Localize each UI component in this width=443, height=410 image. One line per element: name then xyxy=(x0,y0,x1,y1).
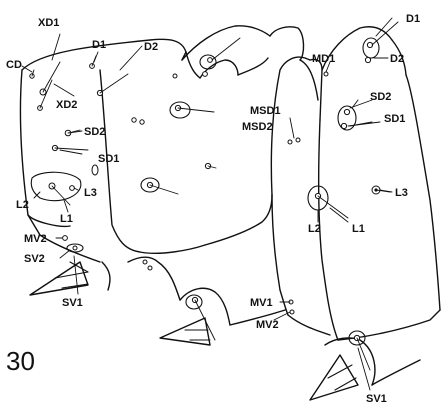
seta-sd1-left xyxy=(51,144,89,152)
label-cd: CD xyxy=(6,59,22,71)
leader-lines xyxy=(21,17,393,391)
label-d1-right: D1 xyxy=(406,13,420,25)
seta-meso-b xyxy=(169,101,215,119)
seta-msd xyxy=(287,137,301,145)
label-msd2: MSD2 xyxy=(242,121,273,133)
seta-l-left xyxy=(48,182,75,206)
label-d1-left: D1 xyxy=(92,39,106,51)
seta-mv2-left xyxy=(62,235,68,241)
seta-proleg-mid xyxy=(185,294,216,341)
claw-left xyxy=(29,261,89,296)
label-mv2-right: MV2 xyxy=(256,319,279,331)
label-msd1: MSD1 xyxy=(250,105,281,117)
seta-meso-top xyxy=(172,37,241,79)
label-d2-right: D2 xyxy=(390,53,404,65)
label-d2-left: D2 xyxy=(144,41,158,53)
label-sd2-right: SD2 xyxy=(370,91,391,103)
labels: XD1 CD D1 D2 XD2 SD2 SD1 L3 L2 L1 MV2 SV… xyxy=(6,13,420,405)
seta-d1-left xyxy=(89,55,97,69)
figure-number: 30 xyxy=(6,346,35,376)
label-l3-left: L3 xyxy=(84,187,97,199)
seta-d-right xyxy=(362,21,399,64)
seta-stigma-left xyxy=(91,164,99,176)
seta-meso-c xyxy=(140,177,179,195)
label-l2-right: L2 xyxy=(308,223,321,235)
claws xyxy=(29,261,359,401)
label-l2-left: L2 xyxy=(16,199,29,211)
label-md1: MD1 xyxy=(312,53,335,65)
label-l1-right: L1 xyxy=(352,223,365,235)
label-mv1: MV1 xyxy=(250,297,273,309)
label-xd1: XD1 xyxy=(38,17,59,29)
claw-mid xyxy=(159,317,211,346)
seta-sv1-right xyxy=(348,330,371,371)
seta-cd xyxy=(29,69,35,79)
seta-d2-left xyxy=(96,73,129,97)
label-xd2: XD2 xyxy=(56,99,77,111)
body-outline xyxy=(19,25,441,386)
label-l1-left: L1 xyxy=(60,213,73,225)
label-sv1-right: SV1 xyxy=(366,393,387,405)
label-sv1-left: SV1 xyxy=(62,297,83,309)
label-mv2-left: MV2 xyxy=(24,233,47,245)
seta-sd-right xyxy=(337,99,381,131)
seta-sv-left xyxy=(66,243,84,253)
seta-xd1 xyxy=(39,61,61,96)
seta-sd2-left xyxy=(64,129,83,137)
seta-proleg-small xyxy=(142,259,153,271)
claw-right xyxy=(309,354,359,401)
label-sv2: SV2 xyxy=(24,253,45,265)
label-sd2-left: SD2 xyxy=(84,126,105,138)
label-l3-right: L3 xyxy=(395,187,408,199)
seta-l-right xyxy=(307,185,391,219)
seta-xd2 xyxy=(37,79,53,111)
seta-meso-d xyxy=(204,162,217,170)
seta-md1 xyxy=(323,71,329,77)
label-sd1-right: SD1 xyxy=(384,113,405,125)
seta-meso-a xyxy=(131,117,145,125)
label-sd1-left: SD1 xyxy=(98,153,119,165)
